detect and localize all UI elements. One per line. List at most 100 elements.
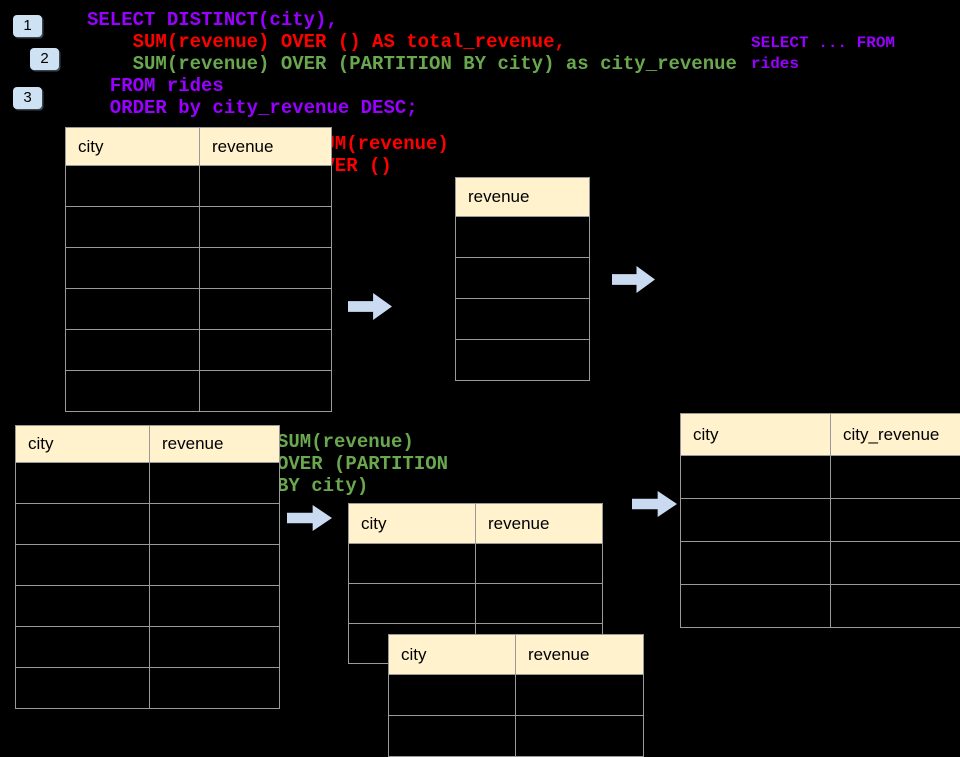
right-arrow-icon xyxy=(287,505,332,531)
empty-cell xyxy=(476,544,603,584)
sql-code-block: SELECT DISTINCT(city), SUM(revenue) OVER… xyxy=(87,9,737,119)
right-arrow-icon xyxy=(632,491,677,517)
table-row xyxy=(456,258,590,299)
empty-cell xyxy=(200,289,332,330)
empty-cell xyxy=(150,504,280,545)
empty-cell xyxy=(150,586,280,627)
empty-cell xyxy=(831,499,960,542)
table-row xyxy=(16,627,280,668)
table-row xyxy=(16,463,280,504)
final-result-table: city city_revenue xyxy=(680,413,960,628)
empty-cell xyxy=(200,207,332,248)
empty-cell xyxy=(681,542,831,585)
table-header-row: city revenue xyxy=(66,128,332,166)
empty-cell xyxy=(16,504,150,545)
column-header-city-revenue: city_revenue xyxy=(831,414,960,456)
table-header-row: revenue xyxy=(456,178,590,217)
empty-cell xyxy=(66,289,200,330)
table-row xyxy=(349,544,603,584)
table-row xyxy=(16,545,280,586)
empty-cell xyxy=(831,585,960,628)
table-row xyxy=(66,166,332,207)
table-row xyxy=(456,217,590,258)
empty-cell xyxy=(681,585,831,628)
annotation-total-revenue: SUM(revenue) OVER () xyxy=(312,133,449,177)
empty-cell xyxy=(16,627,150,668)
table-row xyxy=(681,456,960,499)
column-header-city: city xyxy=(349,504,476,544)
slide-canvas: { "palette": { "background": "#000000", … xyxy=(0,0,960,720)
column-header-city: city xyxy=(389,635,516,675)
table-row xyxy=(66,371,332,412)
source-table-bottom: city revenue xyxy=(15,425,280,709)
table-row xyxy=(681,499,960,542)
table-header-row: city revenue xyxy=(389,635,644,675)
empty-cell xyxy=(476,584,603,624)
empty-cell xyxy=(516,675,644,716)
table-row xyxy=(66,207,332,248)
table-row xyxy=(66,248,332,289)
empty-cell xyxy=(16,668,150,709)
column-header-revenue: revenue xyxy=(200,128,332,166)
partition-step-overlay-table: city revenue xyxy=(388,634,644,757)
total-revenue-result-table: revenue xyxy=(455,177,590,381)
column-header-revenue: revenue xyxy=(476,504,603,544)
table-row xyxy=(16,586,280,627)
empty-cell xyxy=(66,330,200,371)
step-badge-1: 1 xyxy=(13,15,42,37)
right-arrow-icon xyxy=(612,266,655,293)
empty-cell xyxy=(681,456,831,499)
column-header-revenue: revenue xyxy=(516,635,644,675)
sql-line-city-revenue: SUM(revenue) OVER (PARTITION BY city) as… xyxy=(87,53,737,75)
table-row xyxy=(16,668,280,709)
empty-cell xyxy=(66,248,200,289)
empty-cell xyxy=(66,371,200,412)
empty-cell xyxy=(389,675,516,716)
table-row xyxy=(66,330,332,371)
table-row xyxy=(456,340,590,381)
empty-cell xyxy=(66,207,200,248)
empty-cell xyxy=(150,545,280,586)
column-header-city: city xyxy=(681,414,831,456)
table-row xyxy=(389,716,644,757)
table-header-row: city city_revenue xyxy=(681,414,960,456)
empty-cell xyxy=(389,716,516,757)
table-row xyxy=(681,585,960,628)
empty-cell xyxy=(456,258,590,299)
empty-cell xyxy=(150,463,280,504)
step-badge-3: 3 xyxy=(13,87,42,109)
column-header-revenue: revenue xyxy=(456,178,590,217)
annotation-partition-by-city: SUM(revenue) OVER (PARTITION BY city) xyxy=(277,431,448,497)
empty-cell xyxy=(16,586,150,627)
source-table-top: city revenue xyxy=(65,127,332,412)
table-row xyxy=(66,289,332,330)
sql-line-total-revenue: SUM(revenue) OVER () AS total_revenue, xyxy=(87,31,737,53)
table-row xyxy=(349,584,603,624)
empty-cell xyxy=(200,166,332,207)
empty-cell xyxy=(831,456,960,499)
side-note-select-from-rides: SELECT ... FROM rides xyxy=(751,33,895,75)
column-header-city: city xyxy=(16,426,150,463)
table-header-row: city revenue xyxy=(16,426,280,463)
empty-cell xyxy=(456,217,590,258)
empty-cell xyxy=(200,330,332,371)
sql-line-order-by: ORDER by city_revenue DESC; xyxy=(87,97,737,119)
empty-cell xyxy=(516,716,644,757)
empty-cell xyxy=(456,299,590,340)
column-header-revenue: revenue xyxy=(150,426,280,463)
right-arrow-icon xyxy=(348,293,392,320)
empty-cell xyxy=(681,499,831,542)
sql-line-select: SELECT DISTINCT(city), xyxy=(87,9,737,31)
table-row xyxy=(389,675,644,716)
empty-cell xyxy=(831,542,960,585)
empty-cell xyxy=(200,371,332,412)
sql-line-from: FROM rides xyxy=(87,75,737,97)
table-header-row: city revenue xyxy=(349,504,603,544)
empty-cell xyxy=(349,584,476,624)
empty-cell xyxy=(66,166,200,207)
step-badge-2: 2 xyxy=(30,48,59,70)
empty-cell xyxy=(150,627,280,668)
table-row xyxy=(456,299,590,340)
empty-cell xyxy=(456,340,590,381)
empty-cell xyxy=(16,463,150,504)
